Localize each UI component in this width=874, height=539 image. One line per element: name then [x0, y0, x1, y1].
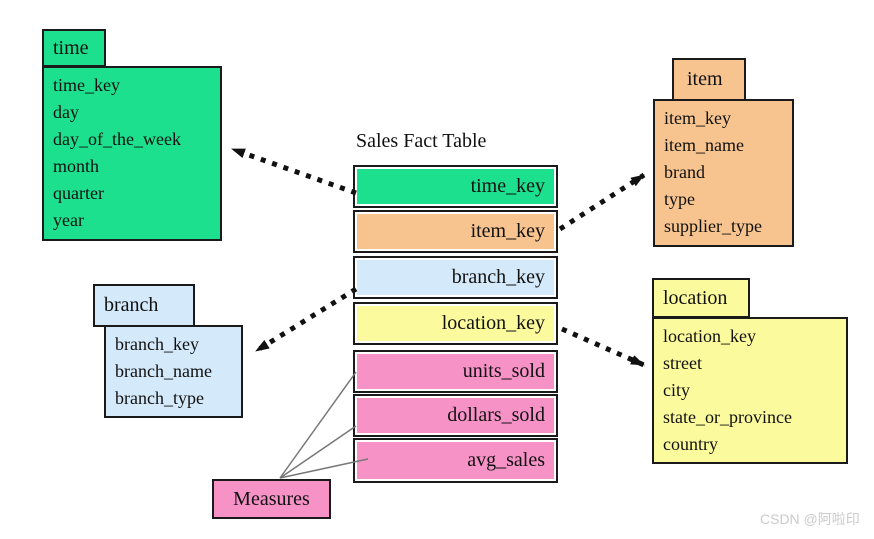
arrow-location-key-to-location: [560, 326, 646, 368]
fact-table-title: Sales Fact Table: [356, 130, 487, 152]
fact-row-avg-sales: avg_sales: [353, 438, 558, 483]
time-table-body: time_key day day_of_the_week month quart…: [42, 66, 222, 241]
field-label: branch_name: [115, 361, 212, 381]
arrow-branch-key-to-branch: [254, 286, 358, 354]
fact-row-units-sold: units_sold: [353, 350, 558, 393]
fact-row-dollars-sold: dollars_sold: [353, 394, 558, 437]
field-label: day_of_the_week: [53, 129, 181, 149]
location-table-tab: location: [652, 278, 750, 318]
field-label: month: [53, 156, 100, 176]
fact-row-label: time_key: [357, 169, 554, 204]
fact-row-location-key: location_key: [353, 302, 558, 345]
measure-line-units-sold: [279, 371, 357, 479]
measure-line-dollars-sold: [279, 425, 357, 479]
field-label: branch_type: [115, 388, 204, 408]
arrow-item-key-to-item: [558, 172, 646, 232]
field-label: street: [663, 353, 702, 373]
field-label: state_or_province: [663, 407, 792, 427]
fact-row-label: branch_key: [357, 260, 554, 295]
measures-box: Measures: [212, 479, 331, 519]
field-label: type: [664, 189, 695, 209]
field-label: quarter: [53, 183, 104, 203]
location-table-body: location_key street city state_or_provin…: [652, 317, 848, 464]
fact-row-time-key: time_key: [353, 165, 558, 208]
fact-row-label: units_sold: [357, 354, 554, 389]
field-label: city: [663, 380, 690, 400]
fact-row-branch-key: branch_key: [353, 256, 558, 299]
item-table-body: item_key item_name brand type supplier_t…: [653, 99, 794, 247]
field-label: time_key: [53, 75, 120, 95]
fact-row-label: avg_sales: [357, 442, 554, 479]
watermark-text: CSDN @阿啦印: [760, 511, 860, 527]
field-label: brand: [664, 162, 705, 182]
field-label: item_key: [664, 108, 731, 128]
fact-row-label: dollars_sold: [357, 398, 554, 433]
arrow-time-key-to-time: [231, 146, 357, 196]
field-label: year: [53, 210, 84, 230]
field-label: location_key: [663, 326, 756, 346]
field-label: country: [663, 434, 718, 454]
field-label: item_name: [664, 135, 744, 155]
branch-table-body: branch_key branch_name branch_type: [104, 325, 243, 418]
fact-row-label: item_key: [357, 214, 554, 249]
field-label: supplier_type: [664, 216, 762, 236]
field-label: branch_key: [115, 334, 199, 354]
item-table-tab: item: [672, 58, 746, 101]
time-table-tab: time: [42, 29, 106, 67]
field-label: day: [53, 102, 79, 122]
fact-row-label: location_key: [357, 306, 554, 341]
fact-row-item-key: item_key: [353, 210, 558, 253]
branch-table-tab: branch: [93, 284, 195, 327]
